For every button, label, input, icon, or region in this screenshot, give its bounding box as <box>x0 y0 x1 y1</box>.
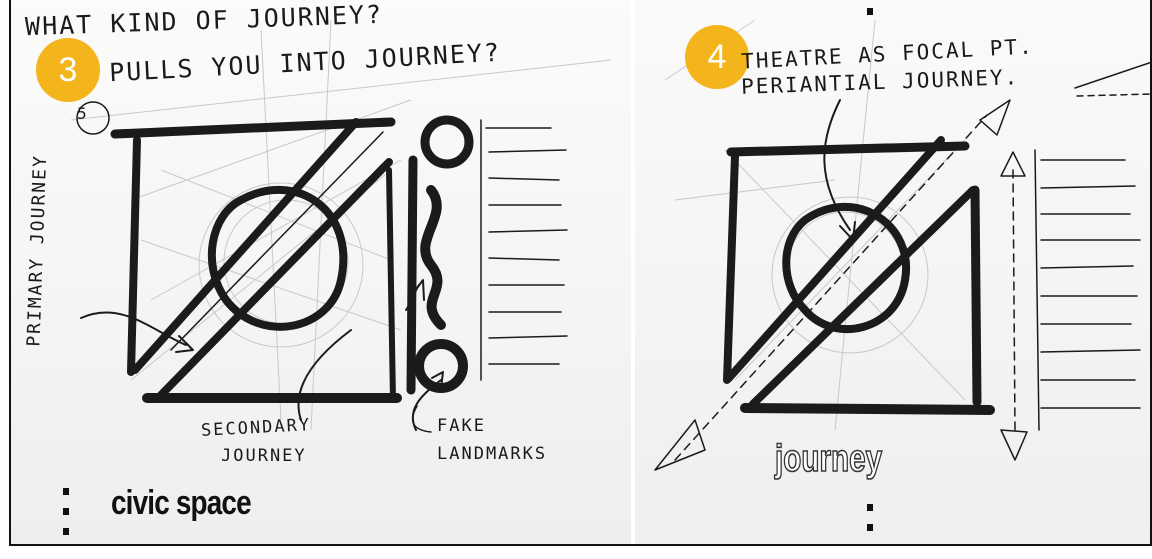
circled-number-5: 5 <box>77 104 89 123</box>
caption-journey: journey <box>775 438 882 481</box>
bullet-dot <box>63 508 69 515</box>
sketch-frame: 3 WHAT KIND OF JOURNEY? PULLS YOU INTO J… <box>9 0 1152 546</box>
label-fake: FAKE <box>437 416 486 436</box>
step-badge-3: 3 <box>36 38 100 102</box>
sketch-panel-4: 4 THEATRE AS FOCAL PT. PERIANTIAL JOURNE… <box>635 0 1152 546</box>
sketch-panel-3: 3 WHAT KIND OF JOURNEY? PULLS YOU INTO J… <box>11 0 631 546</box>
bullet-dot <box>867 524 873 531</box>
label-secondary-journey: JOURNEY <box>221 446 307 466</box>
caption-civic-space: civic space <box>111 484 251 523</box>
bullet-dot <box>867 504 873 511</box>
step-badge-4: 4 <box>685 25 749 89</box>
bullet-dot <box>63 528 69 535</box>
journey-sketch-3 <box>11 0 631 546</box>
bullet-dot <box>63 488 69 495</box>
bullet-dot <box>867 8 873 15</box>
label-landmarks: LANDMARKS <box>437 444 547 464</box>
